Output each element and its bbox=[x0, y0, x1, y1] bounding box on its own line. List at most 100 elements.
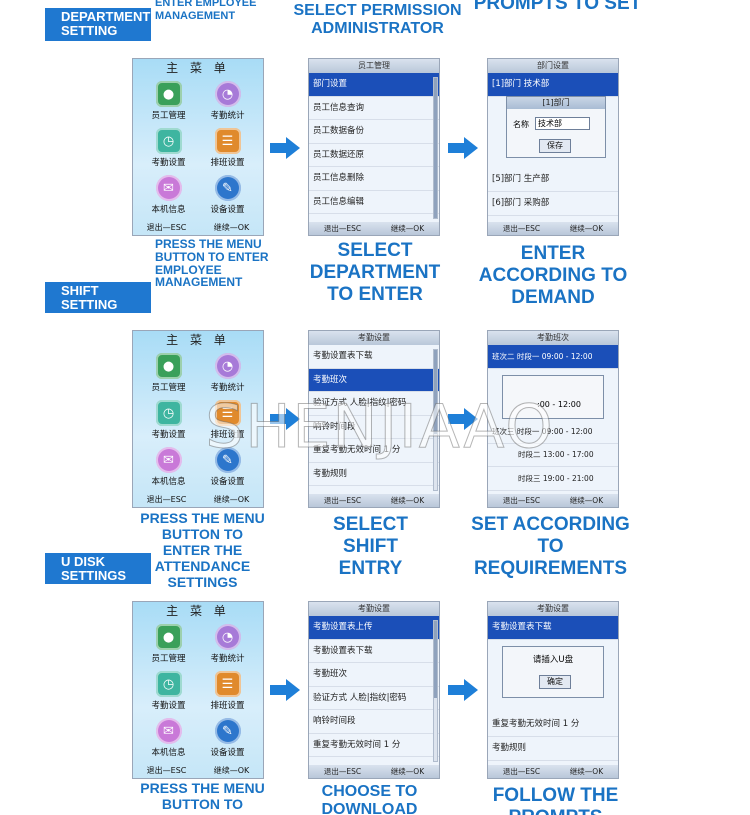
list-item[interactable]: 时段三 19:00 - 21:00 bbox=[488, 467, 618, 491]
menu-item-device[interactable]: ✎设备设置 bbox=[198, 447, 257, 492]
list-item[interactable]: 班次三 时段一 09:00 - 12:00 bbox=[488, 420, 618, 444]
menu-item-info[interactable]: ✉本机信息 bbox=[139, 175, 198, 220]
list-item[interactable]: [6]部门 采购部 bbox=[488, 192, 618, 216]
list-item[interactable]: 员工信息查询 bbox=[309, 97, 439, 120]
list-item[interactable]: 验证方式 人脸|指纹|密码 bbox=[309, 392, 439, 416]
menu-item-schedule[interactable]: ☰排班设置 bbox=[198, 400, 257, 445]
department-dialog: [1]部门 名称 技术部 保存 bbox=[506, 96, 606, 158]
menu-item-info[interactable]: ✉本机信息 bbox=[139, 718, 198, 763]
scrollbar-thumb[interactable] bbox=[434, 78, 437, 218]
menu-item-schedule[interactable]: ☰ 排班设置 bbox=[198, 671, 257, 716]
screen-title: 考勤设置 bbox=[488, 602, 618, 616]
menu-label: 排班设置 bbox=[210, 701, 245, 711]
menu-item-attendance[interactable]: ◷考勤设置 bbox=[139, 400, 198, 445]
udisk-dialog: 请插入U盘 确定 bbox=[502, 646, 604, 698]
list-item[interactable]: 重复考勤无效时间 1 分 bbox=[309, 734, 439, 757]
screen-title: 员工管理 bbox=[309, 59, 439, 73]
menu-item-stats[interactable]: ◔考勤统计 bbox=[198, 353, 257, 398]
menu-item-employee[interactable]: ●员工管理 bbox=[139, 624, 198, 669]
menu-item-employee[interactable]: ● 员工管理 bbox=[139, 81, 198, 126]
list-item[interactable]: 考勤设置表下载 bbox=[488, 616, 618, 640]
scrollbar[interactable] bbox=[433, 77, 438, 219]
menu-label: 考勤统计 bbox=[210, 383, 245, 393]
dialog-title: [1]部门 bbox=[507, 97, 605, 109]
info-icon: ✉ bbox=[155, 447, 182, 473]
save-button[interactable]: 保存 bbox=[539, 139, 571, 153]
list-icon: ☰ bbox=[214, 671, 241, 697]
menu-title: 主 菜 单 bbox=[166, 61, 230, 75]
menu-label: 员工管理 bbox=[151, 111, 186, 121]
caption-shift-right: SET ACCORDING TO REQUIREMENTS bbox=[471, 514, 630, 579]
menu-item-attendance[interactable]: ◷考勤设置 bbox=[139, 128, 198, 173]
menu-label: 本机信息 bbox=[151, 205, 186, 215]
arrow-right-icon bbox=[448, 137, 478, 159]
menu-label: 设备设置 bbox=[210, 205, 245, 215]
ok-hint: 继续—OK bbox=[213, 495, 250, 504]
wrench-icon: ✎ bbox=[214, 718, 241, 744]
list-item[interactable]: 考勤规则 bbox=[309, 463, 439, 486]
caption-udisk-mid: CHOOSE TO DOWNLOAD bbox=[321, 783, 418, 815]
esc-hint: 退出—ESC bbox=[502, 496, 541, 505]
scrollbar[interactable] bbox=[433, 349, 438, 491]
time-value[interactable]: :00 - 12:00 bbox=[537, 400, 581, 409]
menu-item-info[interactable]: ✉ 本机信息 bbox=[139, 447, 198, 492]
menu-item-device[interactable]: ✎设备设置 bbox=[198, 175, 257, 220]
list-item[interactable]: [5]部门 生产部 bbox=[488, 168, 618, 192]
list-item[interactable]: 员工信息删除 bbox=[309, 167, 439, 191]
menu-item-device[interactable]: ✎设备设置 bbox=[198, 718, 257, 763]
list-item[interactable]: 考勤设置表下载 bbox=[309, 345, 439, 369]
dialog-message: 请插入U盘 bbox=[532, 655, 574, 665]
list-item[interactable]: 员工信息编辑 bbox=[309, 191, 439, 214]
list-item[interactable]: 员工数据还原 bbox=[309, 144, 439, 167]
list-item[interactable]: 考勤设置表上传 bbox=[309, 616, 439, 640]
scrollbar-thumb[interactable] bbox=[434, 621, 437, 698]
screen-title: 部门设置 bbox=[488, 59, 618, 73]
person-icon: ● bbox=[155, 81, 182, 107]
clock-icon: ◷ bbox=[155, 128, 182, 154]
list-item[interactable]: 时段二 13:00 - 17:00 bbox=[488, 443, 618, 467]
list-item[interactable]: 考勤班次 bbox=[309, 368, 439, 392]
list-item[interactable]: 重复考勤无效时间 1 分 bbox=[309, 439, 439, 463]
menu-item-stats[interactable]: ◔考勤统计 bbox=[198, 624, 257, 669]
udisk-prompt-screen: 考勤设置 考勤设置表下载 请插入U盘 确定 重复考勤无效时间 1 分 考勤规则 … bbox=[487, 601, 619, 779]
list-item[interactable]: 员工数据备份 bbox=[309, 120, 439, 144]
name-field[interactable]: 技术部 bbox=[535, 117, 590, 130]
menu-item-attendance[interactable]: ◷考勤设置 bbox=[139, 671, 198, 716]
ok-button[interactable]: 确定 bbox=[539, 675, 571, 689]
caption-department-mid: SELECT DEPARTMENT TO ENTER bbox=[309, 240, 441, 305]
scrollbar[interactable] bbox=[433, 620, 438, 762]
info-icon: ✉ bbox=[155, 718, 182, 744]
scrollbar-thumb[interactable] bbox=[434, 350, 437, 434]
esc-hint: 退出—ESC bbox=[502, 224, 541, 233]
esc-hint: 退出—ESC bbox=[323, 496, 362, 505]
menu-title: 主 菜 单 bbox=[166, 333, 230, 347]
menu-item-schedule[interactable]: ☰排班设置 bbox=[198, 128, 257, 173]
caption-department-right: ENTER ACCORDING TO DEMAND bbox=[478, 243, 628, 308]
list-item[interactable]: 考勤设置表下载 bbox=[309, 640, 439, 663]
menu-item-stats[interactable]: ◔ 考勤统计 bbox=[198, 81, 257, 126]
list-item[interactable]: 部门设置 bbox=[309, 73, 439, 97]
menu-label: 考勤统计 bbox=[210, 111, 245, 121]
ok-hint: 继续—OK bbox=[569, 767, 604, 776]
list-item[interactable]: 验证方式 人脸|指纹|密码 bbox=[309, 687, 439, 710]
section-tag-department: DEPARTMENT SETTING bbox=[45, 8, 151, 41]
list-item[interactable]: 重复考勤无效时间 1 分 bbox=[488, 713, 618, 737]
attendance-upload-screen: 考勤设置 考勤设置表上传 考勤设置表下载 考勤班次 验证方式 人脸|指纹|密码 … bbox=[308, 601, 440, 779]
list-item[interactable]: 响铃时间段 bbox=[309, 710, 439, 734]
list-item[interactable]: 考勤规则 bbox=[488, 737, 618, 761]
screen-title: 考勤班次 bbox=[488, 331, 618, 345]
menu-label: 考勤设置 bbox=[151, 430, 186, 440]
menu-item-employee[interactable]: ●员工管理 bbox=[139, 353, 198, 398]
list-item[interactable]: 考勤班次 bbox=[309, 663, 439, 687]
menu-label: 本机信息 bbox=[151, 477, 186, 487]
main-menu-screen-1: 主 菜 单 ● 员工管理 ◔ 考勤统计 ◷考勤设置 ☰排班设置 ✉本机信息 ✎设备设… bbox=[132, 58, 264, 236]
pie-chart-icon: ◔ bbox=[214, 81, 241, 107]
list-item[interactable]: 响铃时间段 bbox=[309, 416, 439, 439]
list-item[interactable]: 班次二 时段一 09:00 - 12:00 bbox=[488, 345, 618, 369]
menu-label: 考勤设置 bbox=[151, 701, 186, 711]
ok-hint: 继续—OK bbox=[390, 224, 425, 233]
person-icon: ● bbox=[155, 624, 182, 650]
list-item[interactable]: [1]部门 技术部 bbox=[488, 73, 618, 97]
